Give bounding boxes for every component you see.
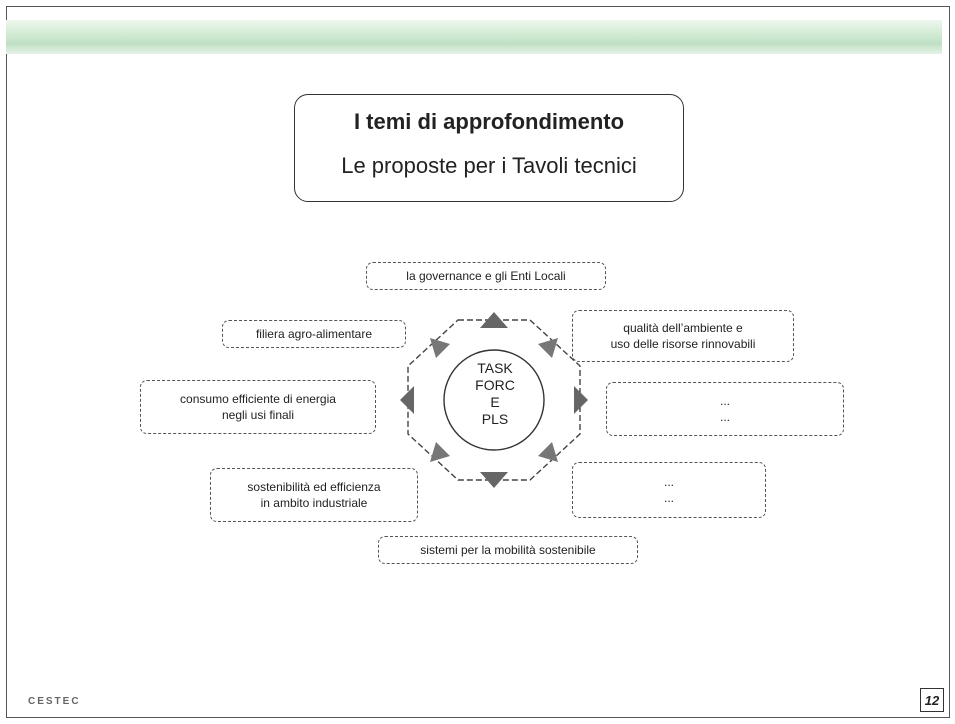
- page-number: 12: [920, 688, 944, 712]
- topic-sostenibilita-line-1: sostenibilità ed efficienza: [247, 480, 381, 494]
- hub-triangle-bottom: [480, 472, 508, 488]
- topic-qualita-line-1: qualità dell’ambiente e: [623, 321, 743, 335]
- topic-filiera-label: filiera agro-alimentare: [255, 327, 373, 341]
- footer-logo: CESTEC: [28, 696, 81, 707]
- hub-circle: [443, 349, 545, 451]
- hub-line-3: E: [490, 394, 500, 410]
- topic-placeholder-a: ... ...: [606, 382, 844, 436]
- hub-line-2: FORC: [475, 377, 515, 393]
- header-band: [6, 20, 942, 54]
- topic-mobilita: sistemi per la mobilità sostenibile: [378, 536, 638, 564]
- slide-title: I temi di approfondimento: [353, 109, 625, 134]
- hub-line-4: PLS: [481, 411, 509, 427]
- hub-diagram: [400, 312, 588, 488]
- topic-filiera: filiera agro-alimentare: [222, 320, 406, 348]
- topic-placeholder-a-line-1: ...: [719, 394, 730, 408]
- hub-line-1: TASK: [477, 360, 513, 376]
- hub-triangle-bottom-left: [430, 442, 450, 462]
- topic-placeholder-b-line-2: ...: [663, 491, 674, 505]
- hub-triangle-left: [400, 386, 414, 414]
- topic-placeholder-b: ... ...: [572, 462, 766, 518]
- topic-consumo: consumo efficiente di energia negli usi …: [140, 380, 376, 434]
- hub-octagon: [407, 319, 581, 481]
- topic-qualita: qualità dell’ambiente e uso delle risors…: [572, 310, 794, 362]
- topic-governance: la governance e gli Enti Locali: [366, 262, 606, 290]
- hub-triangle-top-right: [538, 338, 558, 358]
- hub-triangle-top-left: [430, 338, 450, 358]
- hub-triangle-top: [480, 312, 508, 328]
- topic-governance-label: la governance e gli Enti Locali: [406, 269, 566, 283]
- topic-mobilita-label: sistemi per la mobilità sostenibile: [420, 543, 596, 557]
- hub-triangle-right: [574, 386, 588, 414]
- topic-placeholder-b-line-1: ...: [663, 475, 674, 489]
- hub-label: TASK FORC E PLS: [445, 360, 545, 428]
- topic-sostenibilita-line-2: in ambito industriale: [260, 496, 368, 510]
- topic-qualita-line-2: uso delle risorse rinnovabili: [610, 337, 756, 351]
- slide-subtitle: Le proposte per i Tavoli tecnici: [341, 153, 637, 178]
- title-box: I temi di approfondimento Le proposte pe…: [294, 94, 684, 202]
- hub-triangle-bottom-right: [538, 442, 558, 462]
- topic-consumo-line-1: consumo efficiente di energia: [180, 392, 336, 406]
- topic-consumo-line-2: negli usi finali: [221, 408, 295, 422]
- topic-sostenibilita: sostenibilità ed efficienza in ambito in…: [210, 468, 418, 522]
- topic-placeholder-a-line-2: ...: [719, 410, 730, 424]
